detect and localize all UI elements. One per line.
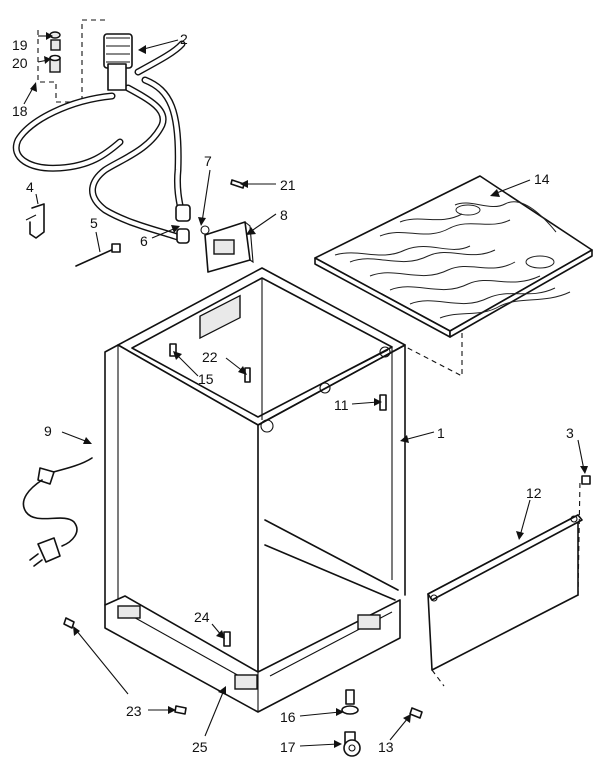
- callout-labels: 1 2 3 4 5 6 7 8 9 11 12 13 14 15 16 17 1…: [12, 31, 574, 755]
- callout-24: 24: [194, 609, 210, 625]
- callout-2: 2: [180, 31, 188, 47]
- part-wood-top: [314, 175, 593, 377]
- callout-17: 17: [280, 739, 296, 755]
- callout-18: 18: [12, 103, 28, 119]
- part-fill-valve-hoses: [12, 33, 191, 244]
- callout-22: 22: [202, 349, 218, 365]
- callout-13: 13: [378, 739, 394, 755]
- callout-7: 7: [204, 153, 212, 169]
- part-screws: [63, 179, 591, 757]
- leader-lines: [23, 32, 588, 748]
- part-pin: [75, 243, 121, 267]
- part-power-cord: [22, 457, 93, 567]
- callout-16: 16: [280, 709, 296, 725]
- callout-20: 20: [12, 55, 28, 71]
- callout-9: 9: [44, 423, 52, 439]
- callout-12: 12: [526, 485, 542, 501]
- callout-6: 6: [140, 233, 148, 249]
- callout-11: 11: [334, 397, 349, 413]
- callout-23: 23: [126, 703, 142, 719]
- callout-25: 25: [192, 739, 208, 755]
- callout-4: 4: [26, 179, 34, 195]
- part-cabinet: [104, 267, 406, 713]
- part-bracket-switch: [200, 221, 254, 273]
- part-clip: [25, 203, 45, 239]
- callout-3: 3: [566, 425, 574, 441]
- part-front-panel: [427, 479, 583, 687]
- callout-5: 5: [90, 215, 98, 231]
- callout-14: 14: [534, 171, 550, 187]
- callout-19: 19: [12, 37, 28, 53]
- callout-15: 15: [198, 371, 214, 387]
- part-valve-kit: [37, 19, 108, 103]
- callout-8: 8: [280, 207, 288, 223]
- callout-21: 21: [280, 177, 296, 193]
- callout-1: 1: [437, 425, 445, 441]
